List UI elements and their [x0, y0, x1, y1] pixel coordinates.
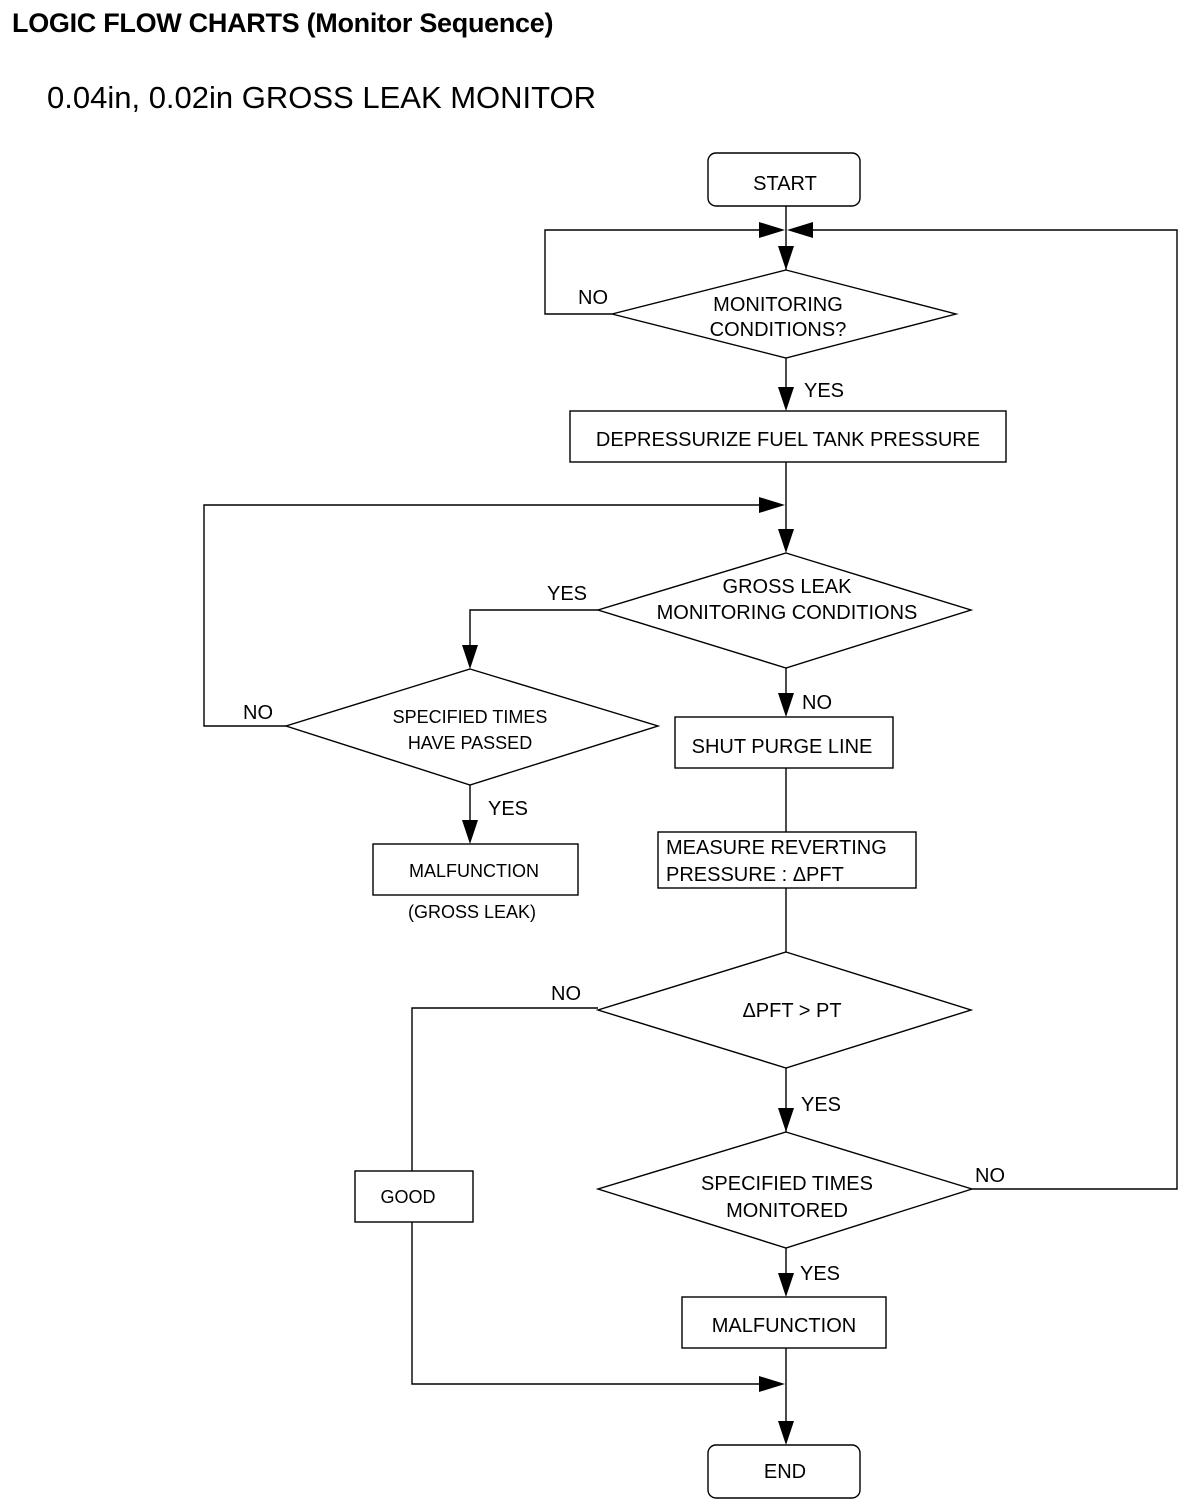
- arrow-down-gross-diamond: [778, 529, 794, 553]
- specified-times-passed-decision: [283, 668, 661, 786]
- specified-passed-line1: SPECIFIED TIMES: [393, 707, 548, 727]
- measure-reverting-line1: MEASURE REVERTING: [666, 837, 887, 859]
- depressurize-label: DEPRESSURIZE FUEL TANK PRESSURE: [596, 429, 980, 451]
- monitoring-conditions-line1: MONITORING: [713, 294, 843, 316]
- arrow-down-malfunction-gross: [462, 820, 478, 844]
- specified-passed-yes-label: YES: [488, 798, 528, 820]
- specified-monitored-line2: MONITORED: [726, 1200, 848, 1222]
- gross-yes-label: YES: [547, 583, 587, 605]
- malfunction-label: MALFUNCTION: [712, 1315, 856, 1337]
- arrow-down-end: [778, 1421, 794, 1445]
- pft-no-label: NO: [551, 983, 581, 1005]
- arrow-down-shut-purge: [778, 693, 794, 717]
- specified-times-monitored-decision: [595, 1131, 975, 1249]
- end-label: END: [764, 1461, 806, 1483]
- monitoring-conditions-line2: CONDITIONS?: [710, 319, 847, 341]
- arrowheads: [462, 222, 813, 1445]
- specified-passed-no-label: NO: [243, 702, 273, 724]
- arrow-left-merge-top: [787, 222, 813, 238]
- connector-lines: [203, 206, 1178, 1422]
- page-title: LOGIC FLOW CHARTS (Monitor Sequence): [12, 8, 554, 38]
- arrow-down-specified-monitored: [778, 1108, 794, 1132]
- page-subtitle: 0.04in, 0.02in GROSS LEAK MONITOR: [47, 80, 597, 115]
- measure-reverting-line2: PRESSURE : ΔPFT: [666, 864, 844, 886]
- start-label: START: [753, 173, 817, 195]
- monitoring-conditions-decision: [611, 269, 959, 359]
- measure-reverting-process: [657, 831, 917, 889]
- pft-compare-decision: [595, 951, 974, 1069]
- malfunction-process: [681, 1296, 887, 1349]
- gross-no-label: NO: [802, 692, 832, 714]
- arrow-right-end-merge: [759, 1376, 785, 1392]
- specified-passed-line2: HAVE PASSED: [408, 733, 532, 753]
- gross-leak-decision: [595, 552, 974, 669]
- specified-monitored-no-label: NO: [975, 1165, 1005, 1187]
- end-terminal: [707, 1444, 861, 1499]
- gross-leak-note: (GROSS LEAK): [408, 902, 536, 922]
- specified-monitored-line1: SPECIFIED TIMES: [701, 1173, 873, 1195]
- arrow-down-malfunction: [778, 1273, 794, 1297]
- malfunction-gross-label: MALFUNCTION: [409, 861, 539, 881]
- arrow-down-depressurize: [778, 387, 794, 411]
- arrow-right-merge-top: [759, 222, 785, 238]
- good-label: GOOD: [380, 1187, 435, 1207]
- specified-monitored-yes-label: YES: [800, 1263, 840, 1285]
- start-terminal: [707, 152, 861, 207]
- monitoring-no-label: NO: [578, 287, 608, 309]
- depressurize-process: [569, 410, 1007, 463]
- malfunction-gross-process: [372, 843, 579, 896]
- gross-leak-line1: GROSS LEAK: [723, 576, 853, 598]
- arrow-down-specified-passed: [462, 645, 478, 669]
- arrow-right-gross-loop: [759, 497, 785, 513]
- shut-purge-process: [674, 716, 894, 769]
- pft-compare-label: ΔPFT > PT: [742, 1000, 841, 1022]
- gross-leak-line2: MONITORING CONDITIONS: [657, 602, 918, 624]
- shut-purge-label: SHUT PURGE LINE: [692, 736, 873, 758]
- good-process: [354, 1170, 474, 1223]
- pft-yes-label: YES: [801, 1094, 841, 1116]
- monitoring-yes-label: YES: [804, 380, 844, 402]
- arrow-down-monitoring: [778, 246, 794, 270]
